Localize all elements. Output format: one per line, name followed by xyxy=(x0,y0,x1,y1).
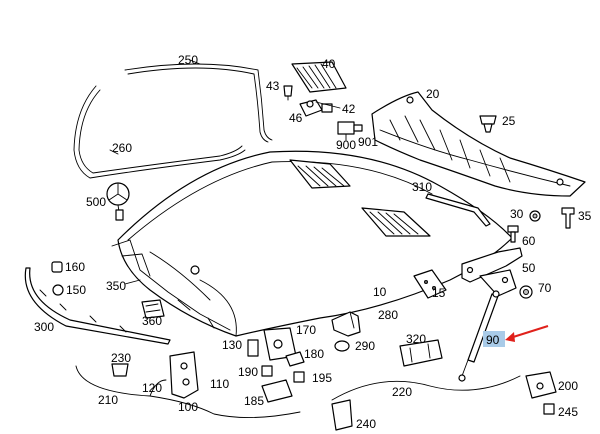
label-260: 260 xyxy=(112,141,132,155)
part-30-nut xyxy=(529,210,541,222)
label-50: 50 xyxy=(522,261,536,275)
label-240: 240 xyxy=(356,417,376,431)
part-260-seal xyxy=(73,85,246,179)
label-30: 30 xyxy=(510,207,524,221)
part-20-cowl-panel xyxy=(371,91,586,197)
label-220: 220 xyxy=(392,385,412,399)
label-500: 500 xyxy=(86,195,106,209)
part-250-seal xyxy=(124,59,273,143)
part-hood-frame xyxy=(111,239,231,331)
label-290: 290 xyxy=(355,339,375,353)
part-290-grommet xyxy=(334,340,350,352)
label-70: 70 xyxy=(538,281,552,295)
part-90-gas-strut xyxy=(458,290,500,382)
part-50-hinge xyxy=(461,247,523,297)
part-70-grommet xyxy=(519,285,533,299)
part-150-buffer xyxy=(52,284,64,296)
part-35-bolt xyxy=(561,207,575,229)
label-43: 43 xyxy=(266,79,280,93)
label-360: 360 xyxy=(142,314,162,328)
label-10: 10 xyxy=(373,285,387,299)
label-42: 42 xyxy=(342,102,356,116)
part-230-clip xyxy=(111,363,129,377)
part-160-buffer xyxy=(51,261,63,273)
part-180-clip xyxy=(285,351,305,367)
part-185-lock xyxy=(261,379,293,403)
red-arrow-icon xyxy=(505,325,549,342)
part-110-bracket xyxy=(169,351,199,399)
label-900: 900 xyxy=(336,138,356,152)
part-245-bolt xyxy=(543,403,555,415)
part-310-strip xyxy=(425,193,491,227)
label-901: 901 xyxy=(358,135,378,149)
part-220-cable xyxy=(331,375,521,401)
label-150: 150 xyxy=(66,283,86,297)
part-190-bolt xyxy=(261,365,273,377)
highlight-90 xyxy=(483,331,505,347)
label-190: 190 xyxy=(238,365,258,379)
label-46: 46 xyxy=(289,111,303,125)
part-60-bolt xyxy=(507,225,519,243)
part-200-latch xyxy=(525,371,557,399)
part-43-clip xyxy=(283,85,293,101)
callout-labels: 250 260 40 43 46 42 900 901 20 25 500 31… xyxy=(34,53,592,431)
label-40: 40 xyxy=(322,57,336,71)
label-20: 20 xyxy=(426,87,440,101)
label-210: 210 xyxy=(98,393,118,407)
part-240-cover xyxy=(331,399,353,431)
label-245: 245 xyxy=(558,405,578,419)
part-40-grille xyxy=(291,61,347,93)
label-25: 25 xyxy=(502,114,516,128)
label-300: 300 xyxy=(34,320,54,334)
label-130: 130 xyxy=(222,338,242,352)
part-320-handle xyxy=(399,339,443,367)
part-195-bolt xyxy=(293,371,305,383)
label-110: 110 xyxy=(210,377,229,391)
part-350-label xyxy=(124,279,141,285)
part-210-cable xyxy=(75,365,301,418)
part-900-sensor xyxy=(337,121,363,141)
part-500-emblem xyxy=(106,182,130,221)
label-100: 100 xyxy=(178,400,198,414)
label-170: 170 xyxy=(296,323,316,337)
label-60: 60 xyxy=(522,234,536,248)
part-300-strip xyxy=(24,267,171,345)
part-10-hood xyxy=(117,150,513,337)
label-350: 350 xyxy=(106,279,126,293)
part-280-bracket xyxy=(331,311,361,337)
label-310: 310 xyxy=(412,180,432,194)
part-25-clip xyxy=(479,115,497,133)
label-15: 15 xyxy=(432,286,446,300)
part-360-bracket xyxy=(141,299,165,319)
label-120: 120 xyxy=(142,381,162,395)
label-250: 250 xyxy=(178,53,198,67)
label-280: 280 xyxy=(378,308,398,322)
label-35: 35 xyxy=(578,209,592,223)
label-230: 230 xyxy=(111,351,131,365)
label-180: 180 xyxy=(304,347,324,361)
label-195: 195 xyxy=(312,371,332,385)
part-130-cable-end xyxy=(247,339,259,357)
label-320: 320 xyxy=(406,332,426,346)
part-15-plate xyxy=(413,269,447,299)
part-42-clip xyxy=(315,101,341,113)
label-90: 90 xyxy=(486,333,500,347)
label-185: 185 xyxy=(244,394,264,408)
part-100-cable xyxy=(149,379,167,397)
label-200: 200 xyxy=(558,379,578,393)
label-160: 160 xyxy=(65,260,85,274)
